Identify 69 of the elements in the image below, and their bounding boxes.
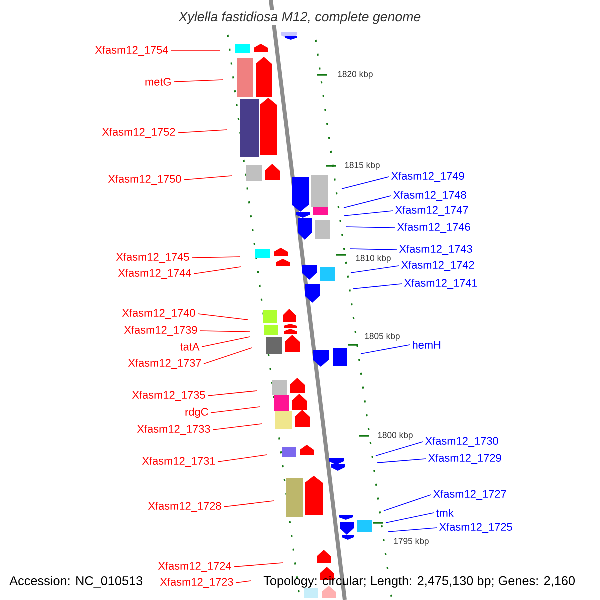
gene-label: tatA xyxy=(180,343,200,351)
gene-label: Xfasm12_1742 xyxy=(402,260,474,272)
gene-label: Xfasm12_1750 xyxy=(108,174,182,186)
leader-line xyxy=(174,80,224,82)
leader-line xyxy=(388,528,438,532)
gene-label: Xfasm12_1748 xyxy=(394,190,466,202)
gene-label: Xfasm12_1754 xyxy=(95,46,168,56)
leader-line xyxy=(350,248,398,250)
leader-line xyxy=(350,266,400,274)
leader-line xyxy=(342,176,390,190)
gene-label: tmk xyxy=(436,509,454,517)
leader-line xyxy=(344,196,392,208)
gene-label: rdgC xyxy=(186,408,208,418)
gene-label: Xfasm12_1733 xyxy=(137,424,210,436)
gene-label: metG xyxy=(146,78,171,86)
leader-line xyxy=(184,176,232,180)
scale-label: 1800 kbp xyxy=(378,432,413,440)
leader-line xyxy=(352,284,402,290)
leader-line xyxy=(192,256,240,258)
gene-label: Xfasm12_1723 xyxy=(160,578,234,588)
leader-line xyxy=(224,500,274,508)
gene-label: Xfasm12_1739 xyxy=(124,326,198,336)
leader-line xyxy=(376,458,426,464)
leader-line xyxy=(170,50,220,52)
leader-line xyxy=(376,442,424,456)
leader-line xyxy=(198,314,248,320)
leader-line xyxy=(210,406,260,414)
leader-line xyxy=(194,266,242,274)
gene-label: Xfasm12_1746 xyxy=(398,222,470,234)
leader-line xyxy=(234,562,284,568)
scale-label: 1805 kbp xyxy=(365,332,400,342)
gene-label: Xfasm12_1741 xyxy=(404,278,478,290)
gene-label: Xfasm12_1744 xyxy=(118,268,192,280)
leader-line xyxy=(178,130,228,134)
gene-label: Xfasm12_1749 xyxy=(392,172,464,182)
scale-label: 1795 kbp xyxy=(394,538,429,546)
leader-line xyxy=(212,424,262,430)
gene-label: Xfasm12_1724 xyxy=(158,562,232,572)
gene-label: Xfasm12_1731 xyxy=(142,456,216,468)
gene-label: Xfasm12_1729 xyxy=(428,454,502,464)
leader-line xyxy=(208,390,258,396)
leader-line xyxy=(204,348,252,364)
gene-label: Xfasm12_1725 xyxy=(440,522,512,534)
gene-label: Xfasm12_1743 xyxy=(400,244,472,256)
leader-line xyxy=(346,226,396,228)
scale-label: 1815 kbp xyxy=(345,162,380,170)
leader-line xyxy=(386,512,434,524)
gene-label: Xfasm12_1728 xyxy=(148,502,222,512)
scale-label: 1810 kbp xyxy=(356,254,391,264)
leader-line xyxy=(384,494,432,512)
info-text: Topology: circular; Length: 2,475,130 bp; Genes: 2,160 xyxy=(264,576,575,588)
gene-label: Xfasm12_1730 xyxy=(426,436,498,448)
gene-label: Xfasm12_1740 xyxy=(122,308,196,320)
leader-line xyxy=(202,336,250,348)
leader-line xyxy=(236,580,252,584)
leader-line xyxy=(218,454,268,462)
gene-label: Xfasm12_1752 xyxy=(102,128,176,138)
leader-line xyxy=(360,344,410,354)
scale-label: 1820 kbp xyxy=(338,70,373,80)
map-title: Xylella fastidiosa M12, complete genome xyxy=(178,10,423,26)
gene-label: hemH xyxy=(413,341,441,350)
leader-line xyxy=(200,330,250,332)
gene-label: Xfasm12_1737 xyxy=(128,358,202,370)
gene-label: Xfasm12_1747 xyxy=(396,206,468,216)
gene-label: Xfasm12_1745 xyxy=(116,252,190,264)
leader-line xyxy=(344,210,394,216)
gene-label: Xfasm12_1735 xyxy=(132,390,206,402)
info-text: Accession: NC_010513 xyxy=(10,576,143,588)
gene-label: Xfasm12_1727 xyxy=(434,490,506,500)
